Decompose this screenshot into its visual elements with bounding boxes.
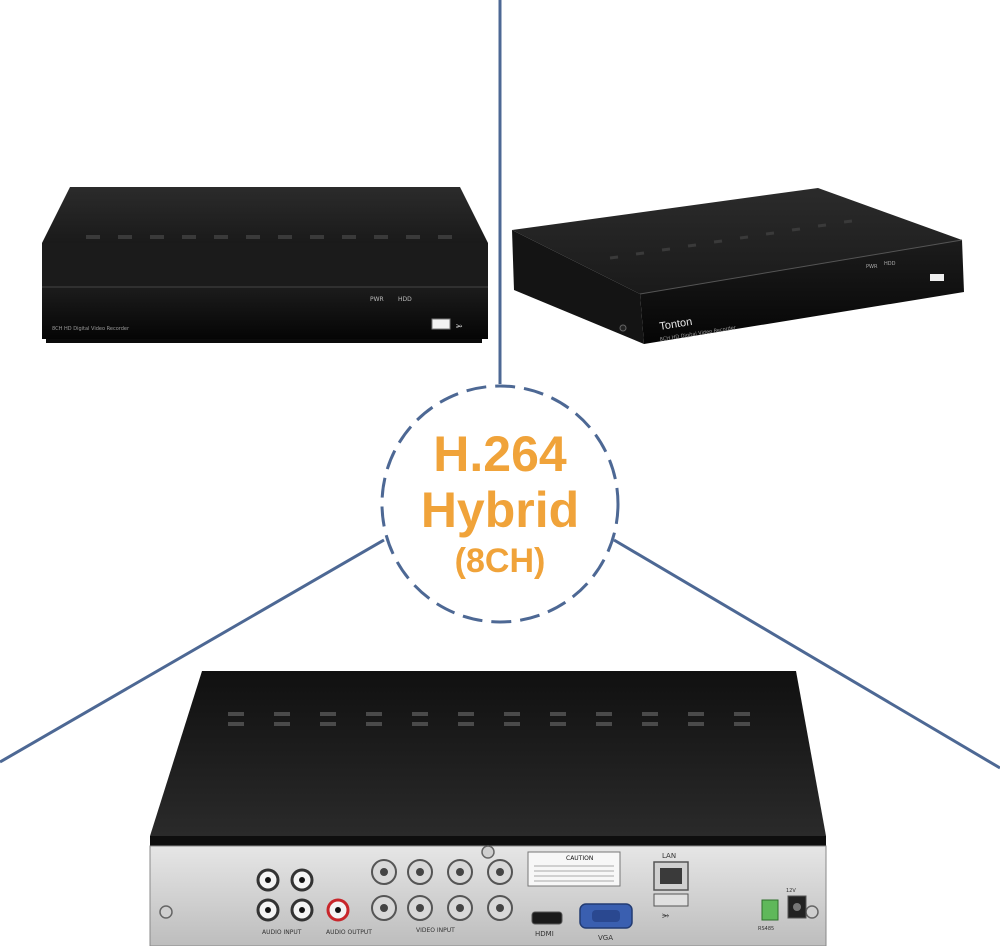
usb-icon: ⭃ [456,321,463,330]
angled-led-pwr: PWR [866,264,878,270]
badge-line-channels: (8CH) [454,542,546,580]
back-top-vents [228,712,750,726]
power-label: 12V [786,888,796,894]
angled-top-vents [609,219,853,260]
angled-brand-logo: Tonton [659,316,694,333]
dvr-angled-view: PWR HDD Tonton 8CH HD Digital Video Reco… [512,188,964,344]
front-model-label: 8CH HD Digital Video Recorder [52,326,130,332]
front-top-vents [86,235,452,239]
rs485-label: RS485 [758,926,774,932]
lan-label: LAN [662,852,676,860]
divider-left-diagonal [0,538,385,764]
badge-line-codec: H.264 [433,426,567,482]
angled-led-hdd: HDD [884,261,896,267]
front-usb-port [431,318,451,330]
front-led-hdd: HDD [398,296,412,303]
vga-label: VGA [598,934,613,942]
caution-label: CAUTION [566,855,593,862]
divider-right-diagonal [613,538,1000,770]
divider-lines [0,0,1000,770]
video-input-label: VIDEO INPUT [416,927,455,934]
audio-output-label: AUDIO OUTPUT [326,929,372,936]
dvr-back-view: AUDIO INPUT AUDIO OUTPUT VIDEO INPUT CAU… [149,671,827,946]
dvr-front-view: PWR HDD 8CH HD Digital Video Recorder ⭃ [42,187,488,343]
hdmi-port [531,911,563,925]
video-input-ports [371,859,513,921]
rear-usb-port [653,893,689,907]
audio-input-label: AUDIO INPUT [262,929,302,936]
audio-input-ports [256,868,314,922]
rs485-terminal [761,899,779,921]
codec-badge: H.264 Hybrid (8CH) [380,384,620,624]
rear-usb-icon: ⭃ [662,910,669,920]
front-led-pwr: PWR [370,296,384,303]
badge-ring [380,384,620,624]
hdmi-label: HDMI [535,930,554,938]
badge-line-type: Hybrid [420,482,580,538]
caution-sticker [527,851,621,887]
angled-usb-port [930,274,944,281]
lan-port [653,861,689,891]
